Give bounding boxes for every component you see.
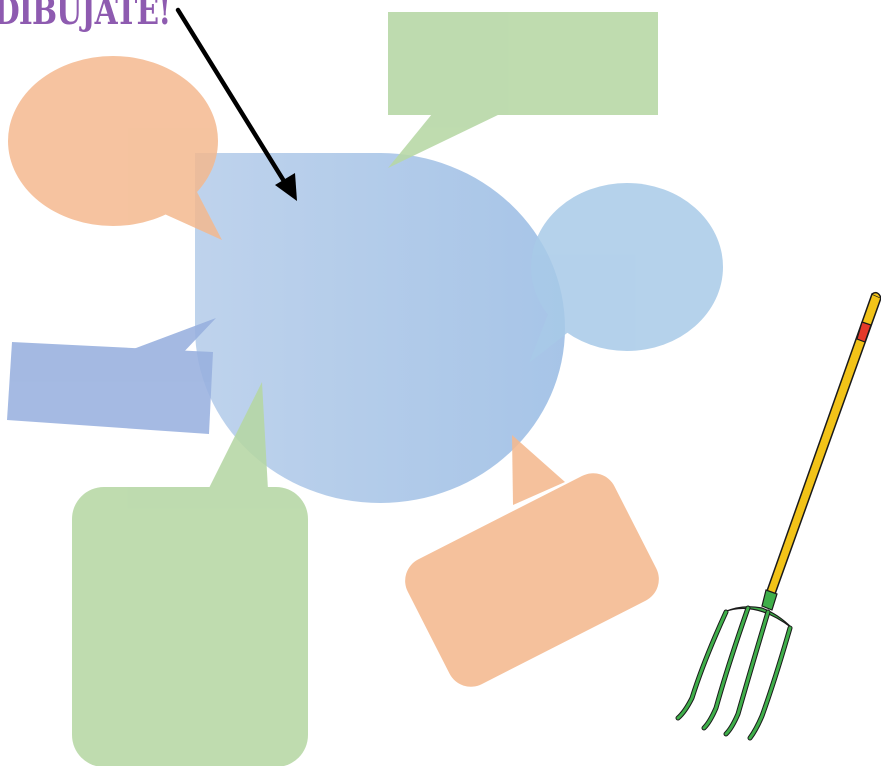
orange-oval-bubble <box>8 56 222 240</box>
page-title: DIBUJATE! <box>0 0 171 33</box>
slate-blue-rect-bubble <box>7 318 216 434</box>
light-blue-oval-bubble <box>529 183 723 363</box>
pitchfork-icon <box>678 293 881 738</box>
green-rect-bubble-top <box>388 12 658 168</box>
